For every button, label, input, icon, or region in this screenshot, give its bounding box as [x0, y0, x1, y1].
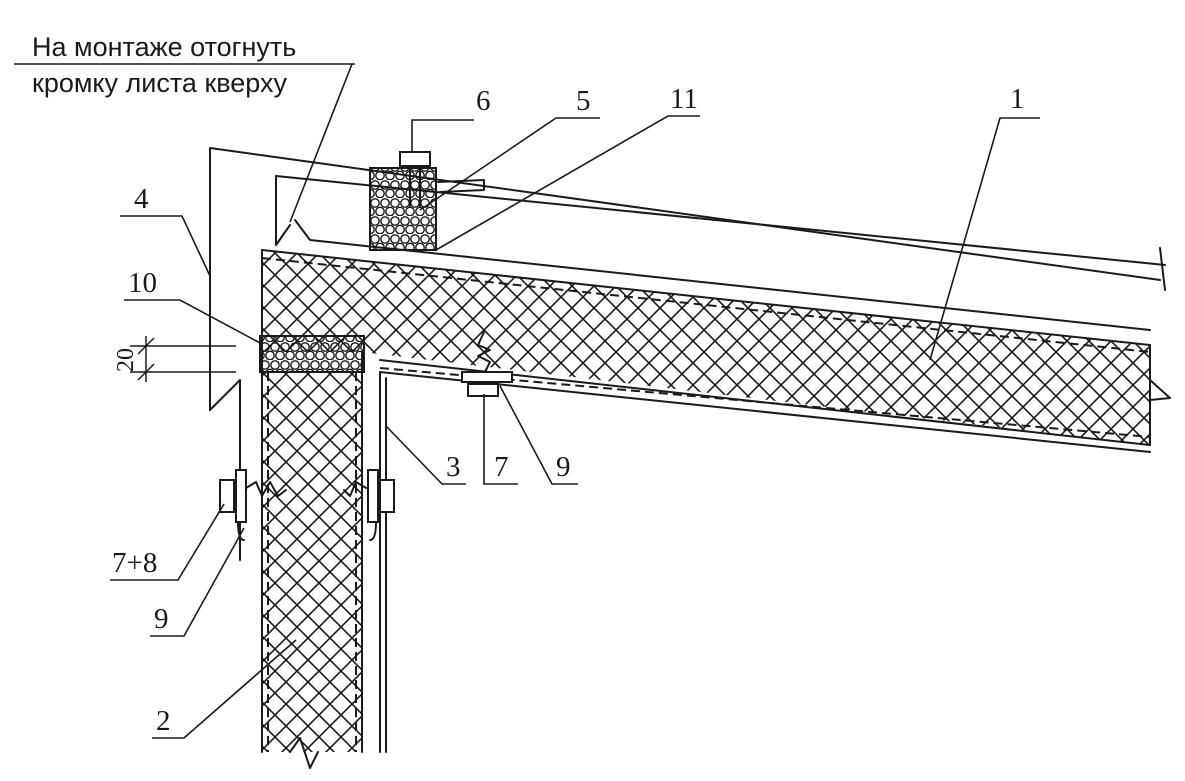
- label-9-wall: 9: [154, 603, 169, 635]
- sealing-insert: [369, 167, 437, 251]
- label-10: 10: [128, 267, 157, 299]
- label-9: 9: [556, 451, 571, 483]
- label-7: 7: [494, 451, 509, 483]
- label-4: 4: [134, 183, 149, 215]
- label-1: 1: [1010, 83, 1025, 115]
- label-2: 2: [156, 705, 171, 737]
- label-7-8: 7+8: [112, 547, 157, 579]
- roof-panel: [261, 249, 1151, 446]
- label-6: 6: [476, 85, 491, 117]
- roof-screw: [461, 331, 513, 397]
- leader-lines: [110, 115, 1040, 739]
- label-5: 5: [576, 85, 591, 117]
- right-wall-screw: [343, 469, 395, 541]
- label-11: 11: [670, 83, 698, 115]
- label-3: 3: [446, 451, 461, 483]
- assembly-note: На монтаже отогнуть кромку листа кверху: [14, 32, 355, 223]
- inner-flashing: [379, 371, 1151, 753]
- wall-panel: [261, 249, 363, 769]
- sealant-strip: [259, 335, 365, 373]
- note-line-2: кромку листа кверху: [32, 68, 288, 98]
- top-fastener: [399, 151, 485, 207]
- dimension-value: 20: [113, 348, 139, 372]
- dimension-20: 20: [113, 336, 236, 382]
- note-line-1: На монтаже отогнуть: [32, 32, 296, 62]
